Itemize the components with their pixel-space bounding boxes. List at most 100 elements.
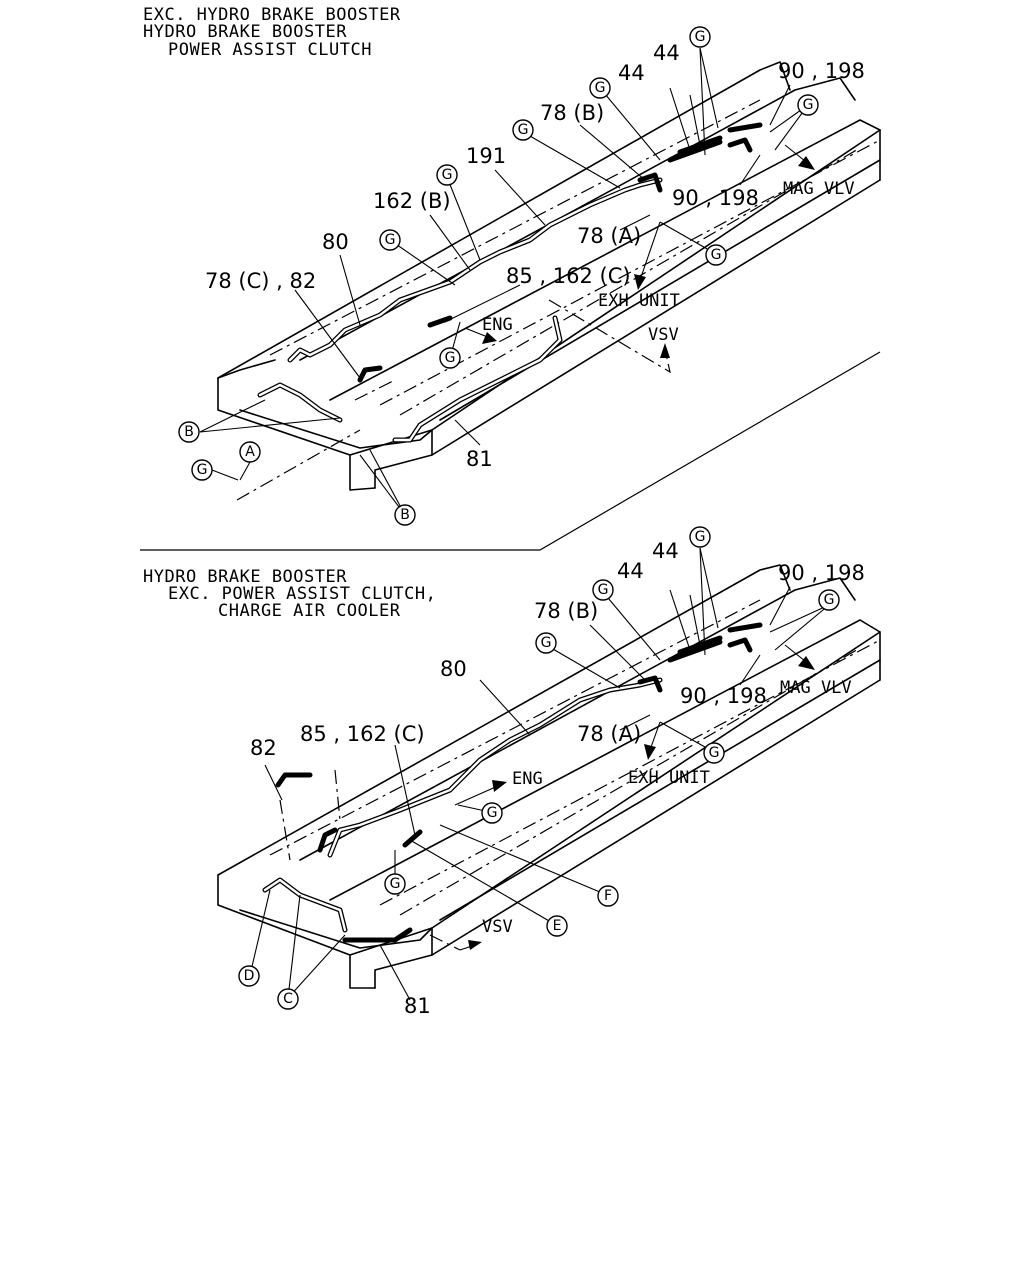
top-dir-mag-vlv: MAG VLV	[783, 179, 855, 199]
bottom-label-90-198-b: 90 , 198	[680, 684, 767, 708]
top-diagram: EXC. HYDRO BRAKE BOOSTER HYDRO BRAKE BOO…	[140, 5, 881, 551]
top-callout-g: G	[705, 244, 727, 266]
bottom-label-82: 82	[250, 736, 277, 760]
bottom-label-85-162c: 85 , 162 (C)	[300, 722, 425, 746]
svg-text:G: G	[541, 635, 552, 651]
bottom-label-81: 81	[404, 994, 431, 1018]
top-label-78c-82: 78 (C) , 82	[205, 269, 316, 293]
top-header-line-1: EXC. HYDRO BRAKE BOOSTER	[143, 5, 401, 25]
top-label-162b: 162 (B)	[373, 189, 451, 213]
top-callout-a: A	[239, 441, 261, 463]
bottom-header-line-1: HYDRO BRAKE BOOSTER	[143, 567, 347, 587]
top-callout-b: B	[178, 421, 200, 443]
svg-text:G: G	[711, 247, 722, 263]
top-label-44-b: 44	[653, 41, 680, 65]
svg-text:G: G	[598, 582, 609, 598]
bottom-callout-d: D	[238, 965, 260, 987]
svg-text:B: B	[400, 507, 410, 523]
top-connector-dash-a	[236, 429, 361, 501]
top-connector-dash	[354, 379, 396, 401]
top-label-191: 191	[466, 144, 506, 168]
svg-text:G: G	[709, 745, 720, 761]
top-label-78a: 78 (A)	[577, 224, 641, 248]
svg-text:E: E	[553, 918, 562, 934]
svg-text:F: F	[604, 888, 612, 904]
bottom-pipes	[262, 622, 763, 943]
top-dir-vsv: VSV	[648, 325, 679, 345]
top-callout-g: G	[689, 26, 711, 48]
top-callout-g: G	[512, 119, 534, 141]
top-label-90-198-b: 90 , 198	[672, 186, 759, 210]
top-frame-rail	[140, 61, 881, 551]
top-callout-g: G	[797, 94, 819, 116]
bottom-dir-vsv: VSV	[482, 917, 513, 937]
top-label-85-162c: 85 , 162 (C)	[506, 264, 631, 288]
bottom-callout-g: G	[535, 632, 557, 654]
bottom-callout-e: E	[546, 915, 568, 937]
top-callout-g: G	[436, 164, 458, 186]
top-callout-b: B	[394, 504, 416, 526]
bottom-exh-arrowhead	[644, 744, 656, 760]
svg-text:G: G	[385, 232, 396, 248]
svg-text:A: A	[245, 444, 255, 460]
svg-text:G: G	[695, 29, 706, 45]
svg-text:B: B	[184, 424, 194, 440]
bottom-callout-g: G	[592, 579, 614, 601]
top-dir-exh-unit: EXH UNIT	[598, 291, 680, 311]
bottom-callout-c: C	[277, 988, 299, 1010]
bottom-exh-arrow-line	[649, 721, 661, 751]
bottom-callout-g: G	[384, 873, 406, 895]
top-header-line-3: POWER ASSIST CLUTCH	[168, 40, 372, 60]
top-label-78b: 78 (B)	[540, 101, 604, 125]
svg-text:G: G	[803, 97, 814, 113]
top-label-80: 80	[322, 230, 349, 254]
bottom-callout-f: F	[597, 885, 619, 907]
bottom-mag-vlv-arrowhead	[798, 656, 815, 670]
bottom-connector-dash	[279, 799, 291, 861]
svg-text:G: G	[595, 80, 606, 96]
bottom-leaders	[249, 547, 830, 1001]
top-exh-arrowhead	[634, 274, 646, 290]
top-label-81: 81	[466, 447, 493, 471]
bottom-label-78b: 78 (B)	[534, 599, 598, 623]
svg-text:G: G	[442, 167, 453, 183]
bottom-dir-exh-unit: EXH UNIT	[628, 768, 710, 788]
svg-text:G: G	[695, 529, 706, 545]
bottom-label-44-a: 44	[617, 559, 644, 583]
svg-text:G: G	[390, 876, 401, 892]
bottom-vsv-dash	[429, 934, 461, 951]
top-exh-arrow-line	[639, 221, 661, 281]
bottom-callout-g: G	[481, 802, 503, 824]
top-leaders	[199, 47, 809, 516]
bottom-label-44-b: 44	[652, 539, 679, 563]
svg-text:G: G	[197, 462, 208, 478]
bottom-vsv-arrowhead	[468, 940, 482, 950]
top-eng-arrowhead	[482, 332, 497, 344]
svg-text:G: G	[824, 592, 835, 608]
top-label-44-a: 44	[618, 61, 645, 85]
top-mag-vlv-arrowhead	[798, 156, 815, 170]
bottom-eng-arrow-line	[454, 784, 501, 806]
top-label-90-198-a: 90 , 198	[778, 59, 865, 83]
bottom-connector-dash-2	[334, 769, 341, 821]
svg-text:G: G	[445, 350, 456, 366]
svg-text:C: C	[283, 991, 293, 1007]
svg-text:D: D	[244, 968, 255, 984]
bottom-callout-g: G	[703, 742, 725, 764]
bottom-dir-mag-vlv: MAG VLV	[780, 678, 852, 698]
bottom-eng-arrowhead	[492, 780, 507, 792]
top-callout-g: G	[191, 459, 213, 481]
top-callout-g: G	[379, 229, 401, 251]
svg-text:G: G	[487, 805, 498, 821]
bottom-callout-g: G	[689, 526, 711, 548]
bottom-label-80: 80	[440, 657, 467, 681]
svg-text:G: G	[518, 122, 529, 138]
top-header-line-2: HYDRO BRAKE BOOSTER	[143, 22, 347, 42]
top-dir-eng: ENG	[482, 315, 513, 335]
bottom-dir-eng: ENG	[512, 769, 543, 789]
top-vsv-arrowhead	[660, 343, 670, 358]
top-pipes	[257, 122, 763, 443]
bottom-header-line-3: CHARGE AIR COOLER	[218, 601, 401, 621]
bottom-label-78a: 78 (A)	[577, 722, 641, 746]
